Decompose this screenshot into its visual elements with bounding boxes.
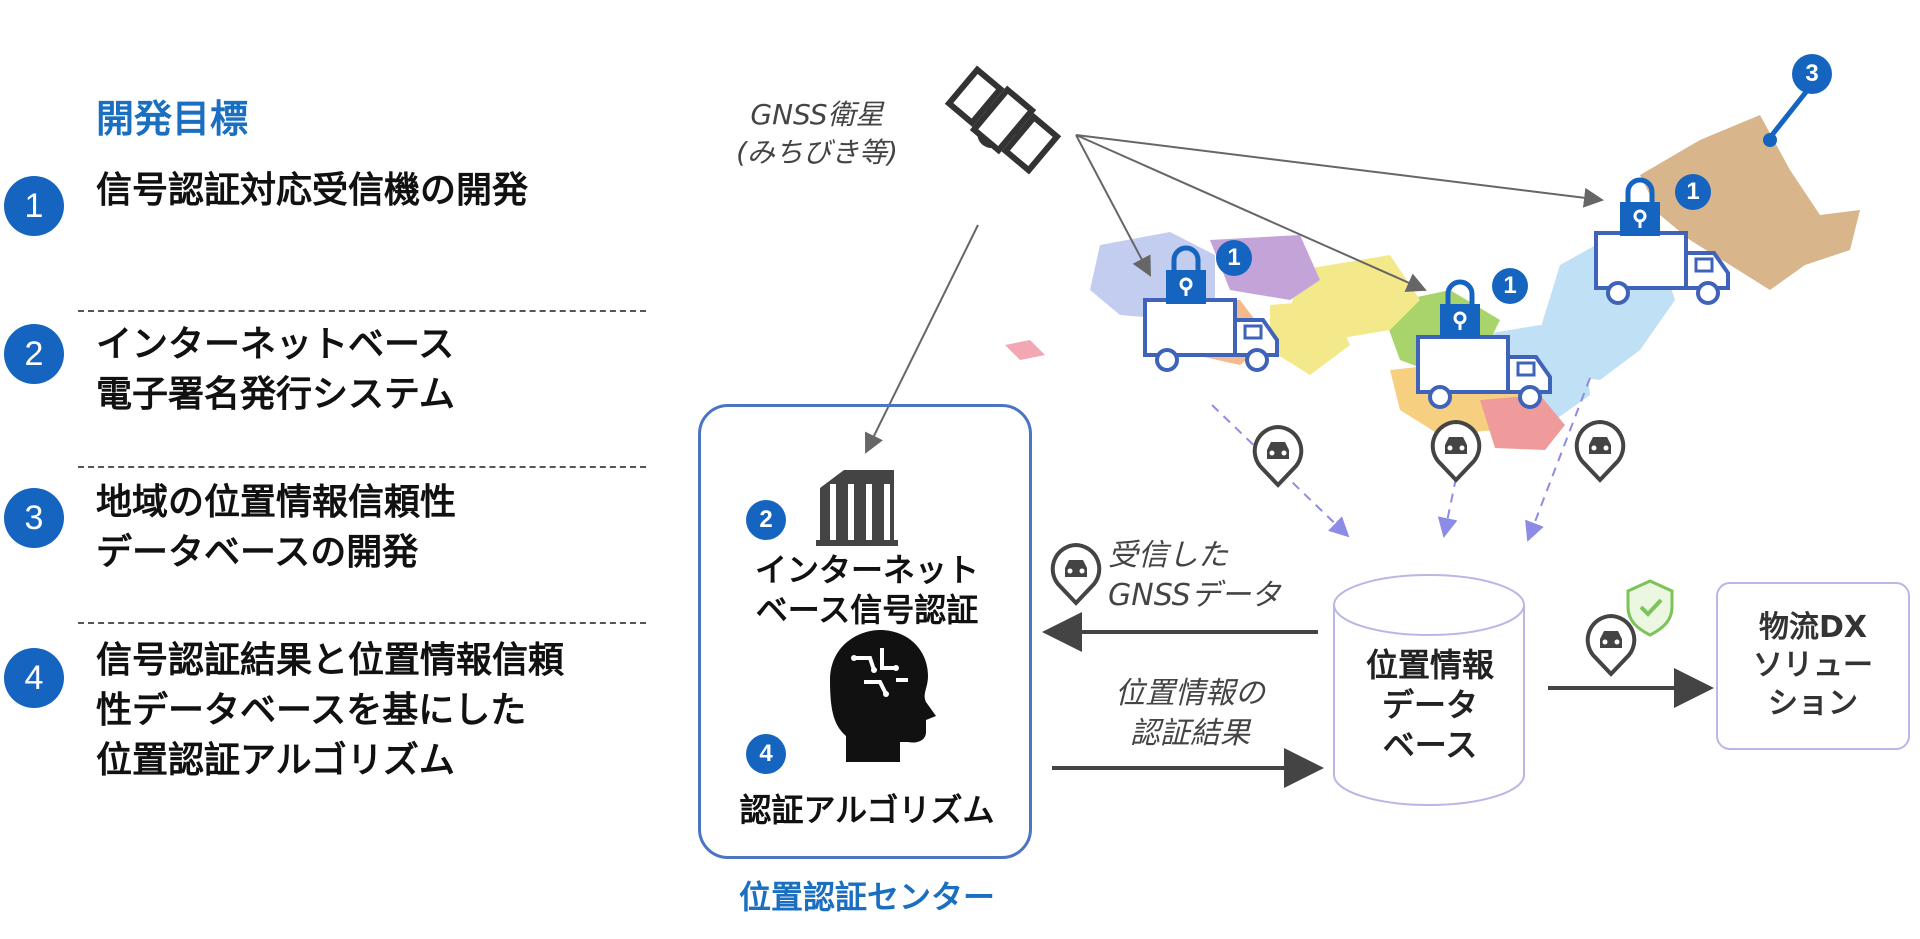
internet-signal-auth-line-2: ベース信号認証 xyxy=(755,591,979,629)
database-line-3: ベース xyxy=(1382,726,1478,764)
goal-1-line-1: 信号認証対応受信機の開発 xyxy=(96,170,529,211)
divider-1 xyxy=(78,310,646,312)
dx-line-3: ション xyxy=(1768,686,1858,721)
received-data-line-2: GNSSデータ xyxy=(1108,578,1281,613)
received-data-line-1: 受信した xyxy=(1108,538,1228,573)
goal-number-1: 1 xyxy=(4,176,64,236)
received-data-label: 受信した GNSSデータ xyxy=(1108,536,1281,616)
auth-center-box xyxy=(698,404,1032,859)
satellite-icon xyxy=(944,65,1062,175)
goal-2-line-2: 電子署名発行システム xyxy=(96,374,455,415)
auth-center-caption: 位置認証センター xyxy=(738,878,995,916)
auth-result-line-2: 認証結果 xyxy=(1130,716,1250,751)
car-pin-icon xyxy=(1050,543,1102,605)
center-badge-2: 2 xyxy=(746,500,786,540)
internet-signal-auth-line-1: インターネット xyxy=(754,551,979,589)
goal-number-4: 4 xyxy=(4,648,64,708)
divider-3 xyxy=(78,622,646,624)
truck-badge-1: 1 xyxy=(1216,240,1252,276)
goals-title: 開発目標 xyxy=(96,97,249,141)
car-pin-icon xyxy=(1430,420,1482,482)
goal-number-3: 3 xyxy=(4,488,64,548)
map-badge-3: 3 xyxy=(1792,54,1832,94)
brain-icon xyxy=(830,630,936,762)
auth-result-label: 位置情報の 認証結果 xyxy=(1080,674,1300,754)
dx-line-2: ソリュー xyxy=(1753,648,1873,683)
goal-3-line-1: 地域の位置情報信頼性 xyxy=(96,482,457,523)
satellite-label-line-1: GNSS衛星 xyxy=(750,98,884,131)
database-line-2: データ xyxy=(1381,686,1478,724)
goal-4-line-2: 性データベースを基にした xyxy=(96,690,527,731)
car-pin-icon xyxy=(1252,425,1304,487)
auth-result-line-1: 位置情報の xyxy=(1115,676,1265,711)
goal-4-text: 信号認証結果と位置情報信頼 性データベースを基にした 位置認証アルゴリズム xyxy=(96,636,564,786)
car-pin-icon xyxy=(1574,420,1626,482)
database-line-1: 位置情報 xyxy=(1365,646,1494,684)
satellite-label-line-2: (みちびき等) xyxy=(736,136,898,169)
shield-check-icon xyxy=(1626,579,1674,637)
goal-2-line-1: インターネットベース xyxy=(96,324,455,365)
car-pin-icon xyxy=(1585,614,1637,676)
building-icon xyxy=(816,470,898,546)
truck-badge-3: 1 xyxy=(1675,174,1711,210)
center-badge-4: 4 xyxy=(746,734,786,774)
truck-badge-2: 1 xyxy=(1492,268,1528,304)
dx-line-1: 物流DX xyxy=(1758,610,1868,645)
logistics-dx-box: 物流DX ソリュー ション xyxy=(1716,582,1910,750)
satellite-label: GNSS衛星 (みちびき等) xyxy=(712,96,922,172)
database-label: 位置情報 データ ベース xyxy=(1330,645,1530,765)
goal-1-text: 信号認証対応受信機の開発 xyxy=(96,166,528,216)
divider-2 xyxy=(78,466,646,468)
goal-2-text: インターネットベース 電子署名発行システム xyxy=(96,320,455,420)
internet-signal-auth-label: インターネット ベース信号認証 xyxy=(700,550,1034,630)
lock-icon xyxy=(1440,282,1480,338)
lock-icon xyxy=(1620,180,1660,236)
goal-3-line-2: データベースの開発 xyxy=(96,532,419,573)
truck-icon xyxy=(1143,298,1279,372)
goal-number-2: 2 xyxy=(4,324,64,384)
goal-4-line-1: 信号認証結果と位置情報信頼 xyxy=(96,640,565,681)
goal-4-line-3: 位置認証アルゴリズム xyxy=(96,740,455,781)
auth-algorithm-label: 認証アルゴリズム xyxy=(739,791,995,829)
database-cylinder xyxy=(1333,574,1525,806)
goal-3-text: 地域の位置情報信頼性 データベースの開発 xyxy=(96,478,456,578)
